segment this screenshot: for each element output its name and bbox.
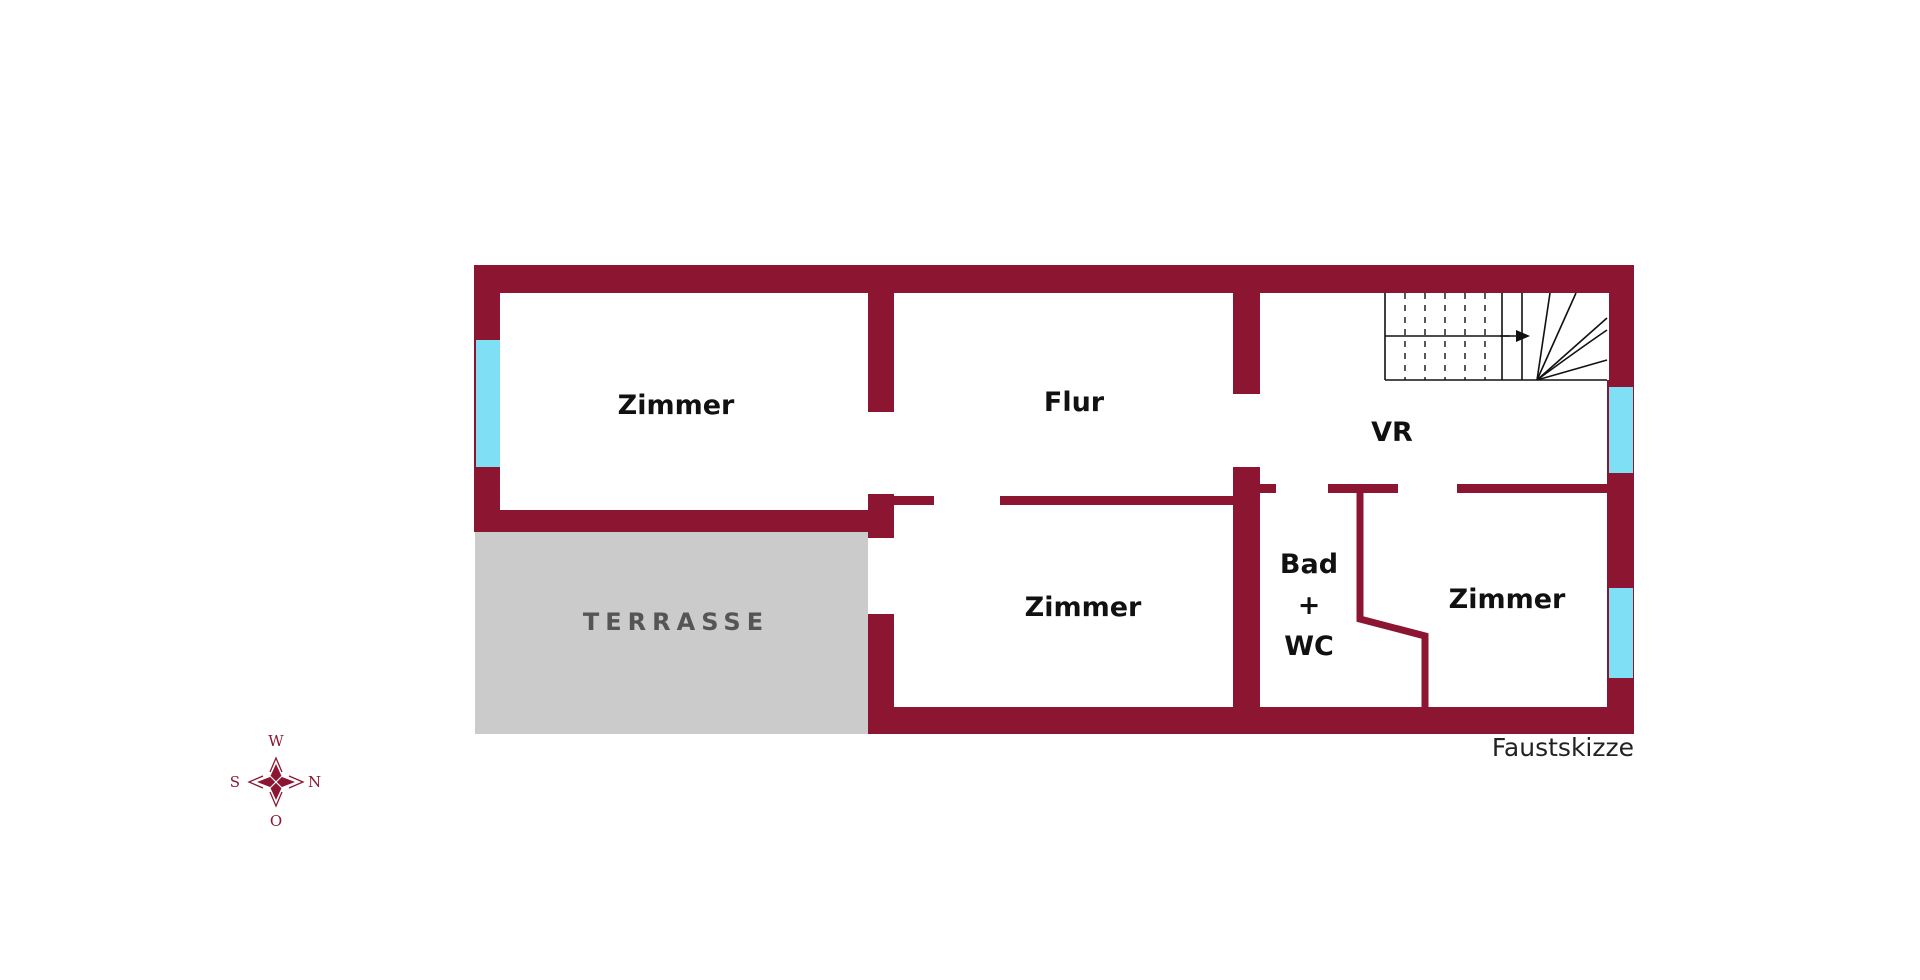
- compass-letter-bottom: O: [270, 812, 282, 830]
- room-label-plus: +: [1298, 590, 1321, 621]
- arrow-right-icon: [1500, 330, 1530, 342]
- compass-rose-icon: W O S N: [230, 732, 321, 830]
- room-label-zimmer-east: Zimmer: [1449, 584, 1566, 615]
- terrace-area: [475, 532, 868, 734]
- staircase-icon: [1384, 292, 1609, 381]
- room-label-zimmer-west: Zimmer: [618, 390, 735, 421]
- room-label-wc: WC: [1284, 631, 1334, 662]
- windows: [476, 340, 1633, 678]
- room-label-bad: Bad: [1280, 549, 1338, 580]
- walls: [474, 265, 1634, 734]
- compass-letter-left: S: [230, 773, 240, 791]
- sketch-caption: Faustskizze: [1492, 733, 1634, 762]
- bath-partition-wall: [1356, 490, 1429, 708]
- window-east-lower: [1609, 588, 1633, 678]
- room-label-vr: VR: [1371, 417, 1413, 448]
- window-west: [476, 340, 500, 467]
- terrace-label: TERRASSE: [583, 608, 769, 636]
- room-label-flur: Flur: [1044, 387, 1105, 418]
- window-east-upper: [1609, 387, 1633, 473]
- compass-letter-right: N: [308, 773, 321, 791]
- compass-letter-top: W: [268, 732, 284, 750]
- room-label-zimmer-middle: Zimmer: [1025, 592, 1142, 623]
